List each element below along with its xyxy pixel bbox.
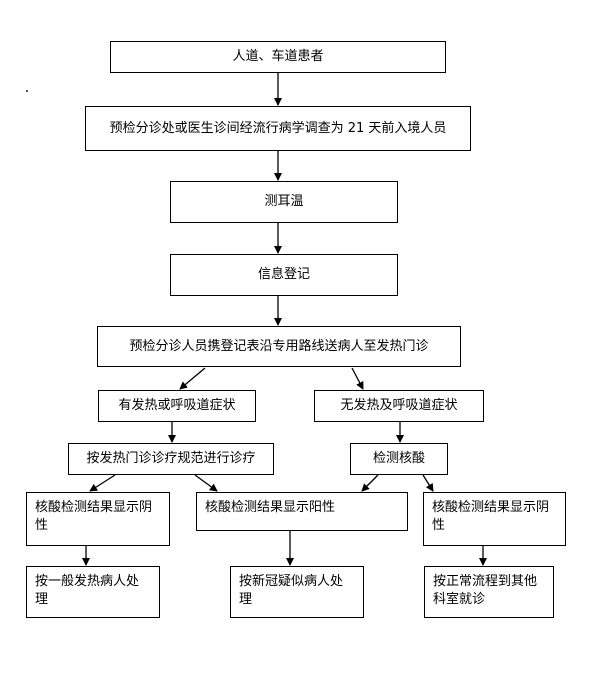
- action-fever-clinic-label: 按发热门诊诊疗规范进行诊疗: [86, 451, 256, 466]
- result-negative-left: 核酸检测结果显示阴性: [26, 492, 170, 546]
- arrow-5-left-branch: [179, 367, 206, 390]
- action-nucleic-acid-label: 检测核酸: [372, 451, 425, 466]
- result-negative-right: 核酸检测结果显示阴性: [423, 492, 566, 546]
- branch-no-symptoms: 无发热及呼吸道症状: [314, 390, 484, 422]
- outcome-general-fever-label: 按一般发热病人处理: [35, 574, 140, 607]
- step-epidemiology-label: 预检分诊处或医生诊间经流行病学调查为 21 天前入境人员: [109, 120, 447, 136]
- step-registration: 信息登记: [170, 254, 398, 296]
- result-positive: 核酸检测结果显示阳性: [196, 492, 408, 531]
- dot-mark: [26, 90, 28, 92]
- arrow-left-action-positive: [194, 474, 218, 492]
- outcome-other-department-label: 按正常流程到其他科室就诊: [433, 574, 538, 607]
- arrow-test-positive: [361, 474, 379, 492]
- step-patients-label: 人道、车道患者: [232, 49, 324, 64]
- step-epidemiology-check: 预检分诊处或医生诊间经流行病学调查为 21 天前入境人员: [85, 106, 471, 151]
- branch-with-symptoms-label: 有发热或呼吸道症状: [118, 398, 236, 413]
- outcome-suspected-covid: 按新冠疑似病人处理: [230, 566, 364, 618]
- outcome-suspected-covid-label: 按新冠疑似病人处理: [239, 574, 344, 607]
- result-negative-left-label: 核酸检测结果显示阴性: [35, 500, 153, 533]
- outcome-general-fever: 按一般发热病人处理: [26, 566, 160, 618]
- result-negative-right-label: 核酸检测结果显示阴性: [432, 500, 550, 533]
- step-ear-temperature: 测耳温: [170, 181, 398, 223]
- step-escort-label: 预检分诊人员携登记表沿专用路线送病人至发热门诊: [129, 338, 429, 354]
- step-escort-to-clinic: 预检分诊人员携登记表沿专用路线送病人至发热门诊: [97, 326, 461, 367]
- arrow-left-action-negative: [89, 474, 116, 492]
- branch-with-symptoms: 有发热或呼吸道症状: [98, 390, 256, 422]
- arrow-test-negative: [422, 474, 434, 492]
- step-registration-label: 信息登记: [257, 267, 310, 282]
- step-ear-temperature-label: 测耳温: [264, 194, 304, 209]
- outcome-other-department: 按正常流程到其他科室就诊: [424, 566, 554, 618]
- result-positive-label: 核酸检测结果显示阳性: [205, 500, 336, 515]
- step-patients: 人道、车道患者: [110, 41, 446, 73]
- branch-no-symptoms-label: 无发热及呼吸道症状: [340, 398, 458, 413]
- action-fever-clinic-treatment: 按发热门诊诊疗规范进行诊疗: [68, 443, 274, 475]
- action-nucleic-acid-test: 检测核酸: [350, 443, 448, 475]
- arrow-5-right-branch: [351, 367, 364, 390]
